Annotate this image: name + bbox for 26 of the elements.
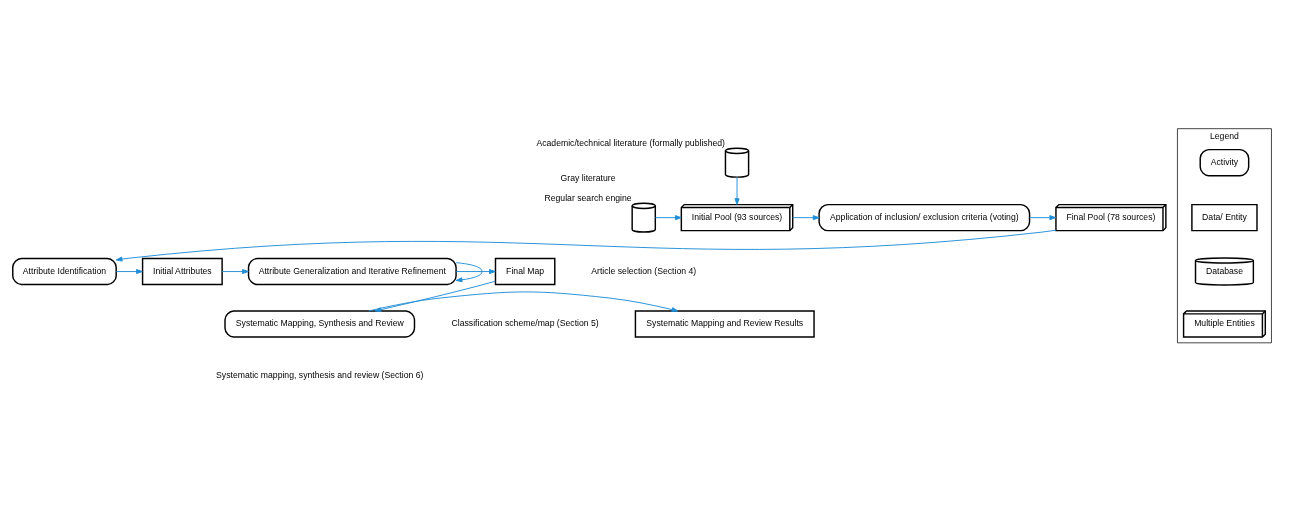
node-box: Initial Attributes (141, 257, 223, 285)
arrow (221, 268, 249, 274)
arrow (455, 268, 496, 274)
arrow (368, 290, 679, 312)
arrow (1029, 214, 1057, 220)
node-box: Data/ Entity (1191, 203, 1258, 231)
label: Systematic mapping, synthesis and review (Section 6) (216, 369, 424, 380)
node-box: Final Map (494, 257, 556, 285)
node-label: Gray literature (560, 172, 616, 183)
node-box: Activity (1199, 148, 1250, 176)
node-box: Systematic Mapping, Synthesis and Review (224, 309, 416, 338)
arrow (455, 261, 483, 282)
node-box: Systematic Mapping and Review Results (634, 309, 815, 338)
node-label: Regular search engine (544, 192, 632, 203)
node-box: Attribute Generalization and Iterative Refinement (247, 257, 457, 285)
arrow (115, 229, 1057, 262)
arrow (374, 280, 496, 312)
label: Classification scheme/map (Section 5) (451, 317, 599, 328)
node-label: Academic/technical literature (formally published) (536, 137, 726, 148)
node-box: Attribute Identification (12, 257, 117, 285)
node-box: Application of inclusion/ exclusion criteria (voting) (818, 203, 1031, 231)
label: Article selection (Section 4) (591, 265, 697, 276)
arrow (734, 176, 740, 205)
arrow (115, 268, 143, 274)
arrow (654, 214, 682, 220)
arrow (792, 214, 820, 220)
